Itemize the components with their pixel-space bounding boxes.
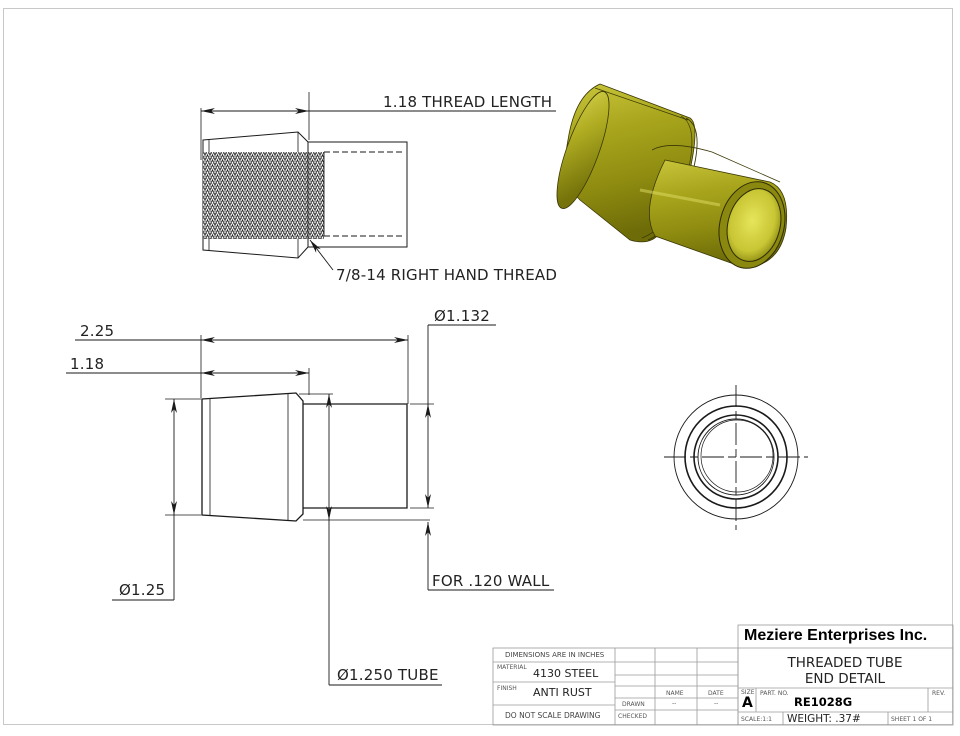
end-view bbox=[664, 385, 808, 530]
drawing-sheet bbox=[3, 8, 953, 725]
part-no-label: PART. NO. bbox=[760, 690, 789, 697]
date-header: DATE bbox=[708, 690, 724, 697]
part-no-value: RE1028G bbox=[794, 695, 853, 709]
drawing-title-line2: END DETAIL bbox=[804, 671, 886, 687]
checked-label: CHECKED bbox=[618, 713, 648, 720]
taper-length-dim: 1.18 bbox=[70, 355, 105, 373]
do-not-scale-note: DO NOT SCALE DRAWING bbox=[505, 711, 601, 720]
drawing-title-line1: THREADED TUBE bbox=[787, 655, 903, 671]
title-block-grid bbox=[492, 624, 954, 726]
rev-label: REV. bbox=[932, 690, 946, 697]
size-value: A bbox=[742, 695, 753, 711]
large-diameter-dim: Ø1.25 bbox=[119, 581, 166, 599]
overall-length-dim: 2.25 bbox=[80, 322, 115, 340]
scale-label: SCALE:1:1 bbox=[741, 716, 772, 723]
thread-callout-label: 7/8-14 RIGHT HAND THREAD bbox=[336, 266, 558, 284]
drawn-name: -- bbox=[672, 700, 677, 707]
drawn-label: DRAWN bbox=[622, 701, 645, 708]
weight-label: WEIGHT: .37# bbox=[787, 713, 861, 725]
tube-note: Ø1.250 TUBE bbox=[337, 666, 439, 684]
wall-note: FOR .120 WALL bbox=[432, 572, 550, 590]
finish-value: ANTI RUST bbox=[533, 686, 592, 699]
dimensions-note: DIMENSIONS ARE IN INCHES bbox=[505, 651, 605, 659]
thread-length-label: 1.18 THREAD LENGTH bbox=[383, 93, 553, 111]
top-view bbox=[200, 92, 556, 271]
size-label: SIZE bbox=[741, 689, 755, 696]
small-diameter-dim: Ø1.132 bbox=[434, 307, 490, 325]
company-name: Meziere Enterprises Inc. bbox=[744, 627, 928, 644]
finish-label: FINISH bbox=[497, 685, 517, 692]
drawn-date: -- bbox=[714, 700, 719, 707]
sheet-label: SHEET 1 OF 1 bbox=[891, 716, 933, 723]
isometric-view bbox=[556, 83, 788, 269]
material-label: MATERIAL bbox=[497, 664, 527, 671]
material-value: 4130 STEEL bbox=[533, 667, 599, 680]
name-header: NAME bbox=[666, 690, 684, 697]
side-view bbox=[66, 324, 554, 686]
